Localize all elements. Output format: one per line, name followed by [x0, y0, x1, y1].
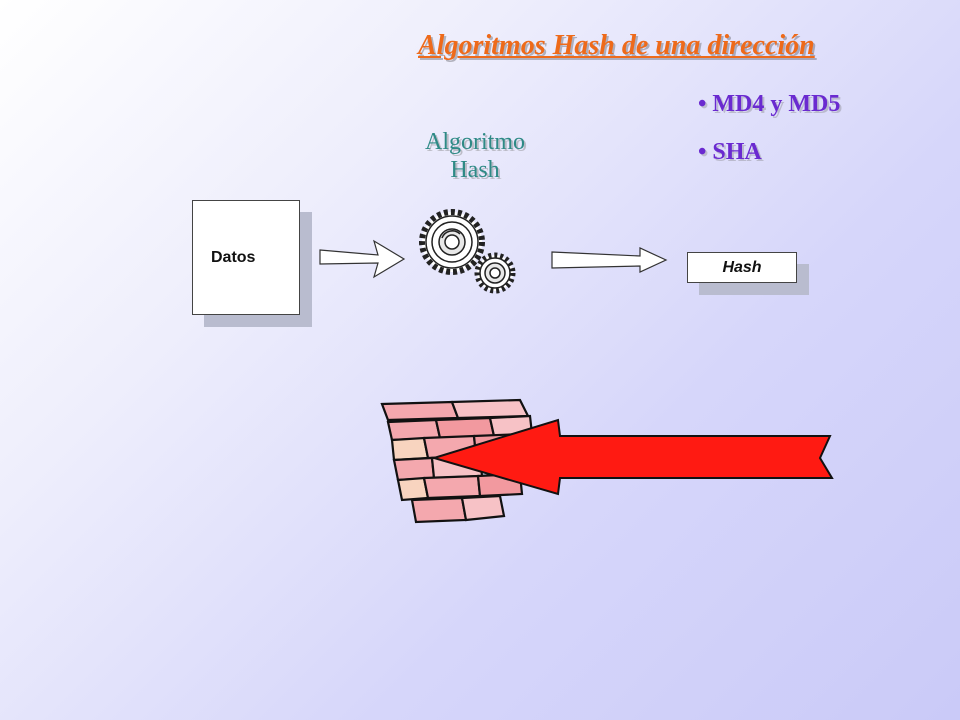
- gears-icon: [419, 209, 516, 294]
- bullet-dot: •: [698, 91, 707, 117]
- input-box-label: Datos: [211, 249, 256, 266]
- slide-title: Algoritmos Hash de una dirección: [418, 30, 815, 61]
- bullet-item-sha: •SHA: [698, 138, 840, 186]
- algorithm-label-line1: Algoritmo: [425, 129, 525, 155]
- input-data-box: Datos: [192, 200, 300, 315]
- bullet-dot: •: [698, 139, 707, 165]
- bullet-text: MD4 y MD5: [712, 91, 841, 117]
- algorithm-label-line2: Hash: [450, 157, 500, 183]
- arrow-right-icon: [551, 247, 668, 273]
- output-hash-box: Hash: [687, 252, 797, 283]
- algorithm-label: Algoritmo Hash: [400, 128, 550, 184]
- bullet-text: SHA: [712, 139, 762, 165]
- arrow-right-icon: [319, 239, 406, 279]
- red-arrow-icon: [430, 418, 834, 496]
- bullet-list: •MD4 y MD5 •SHA: [698, 90, 840, 186]
- bullet-item-md4-md5: •MD4 y MD5: [698, 90, 840, 138]
